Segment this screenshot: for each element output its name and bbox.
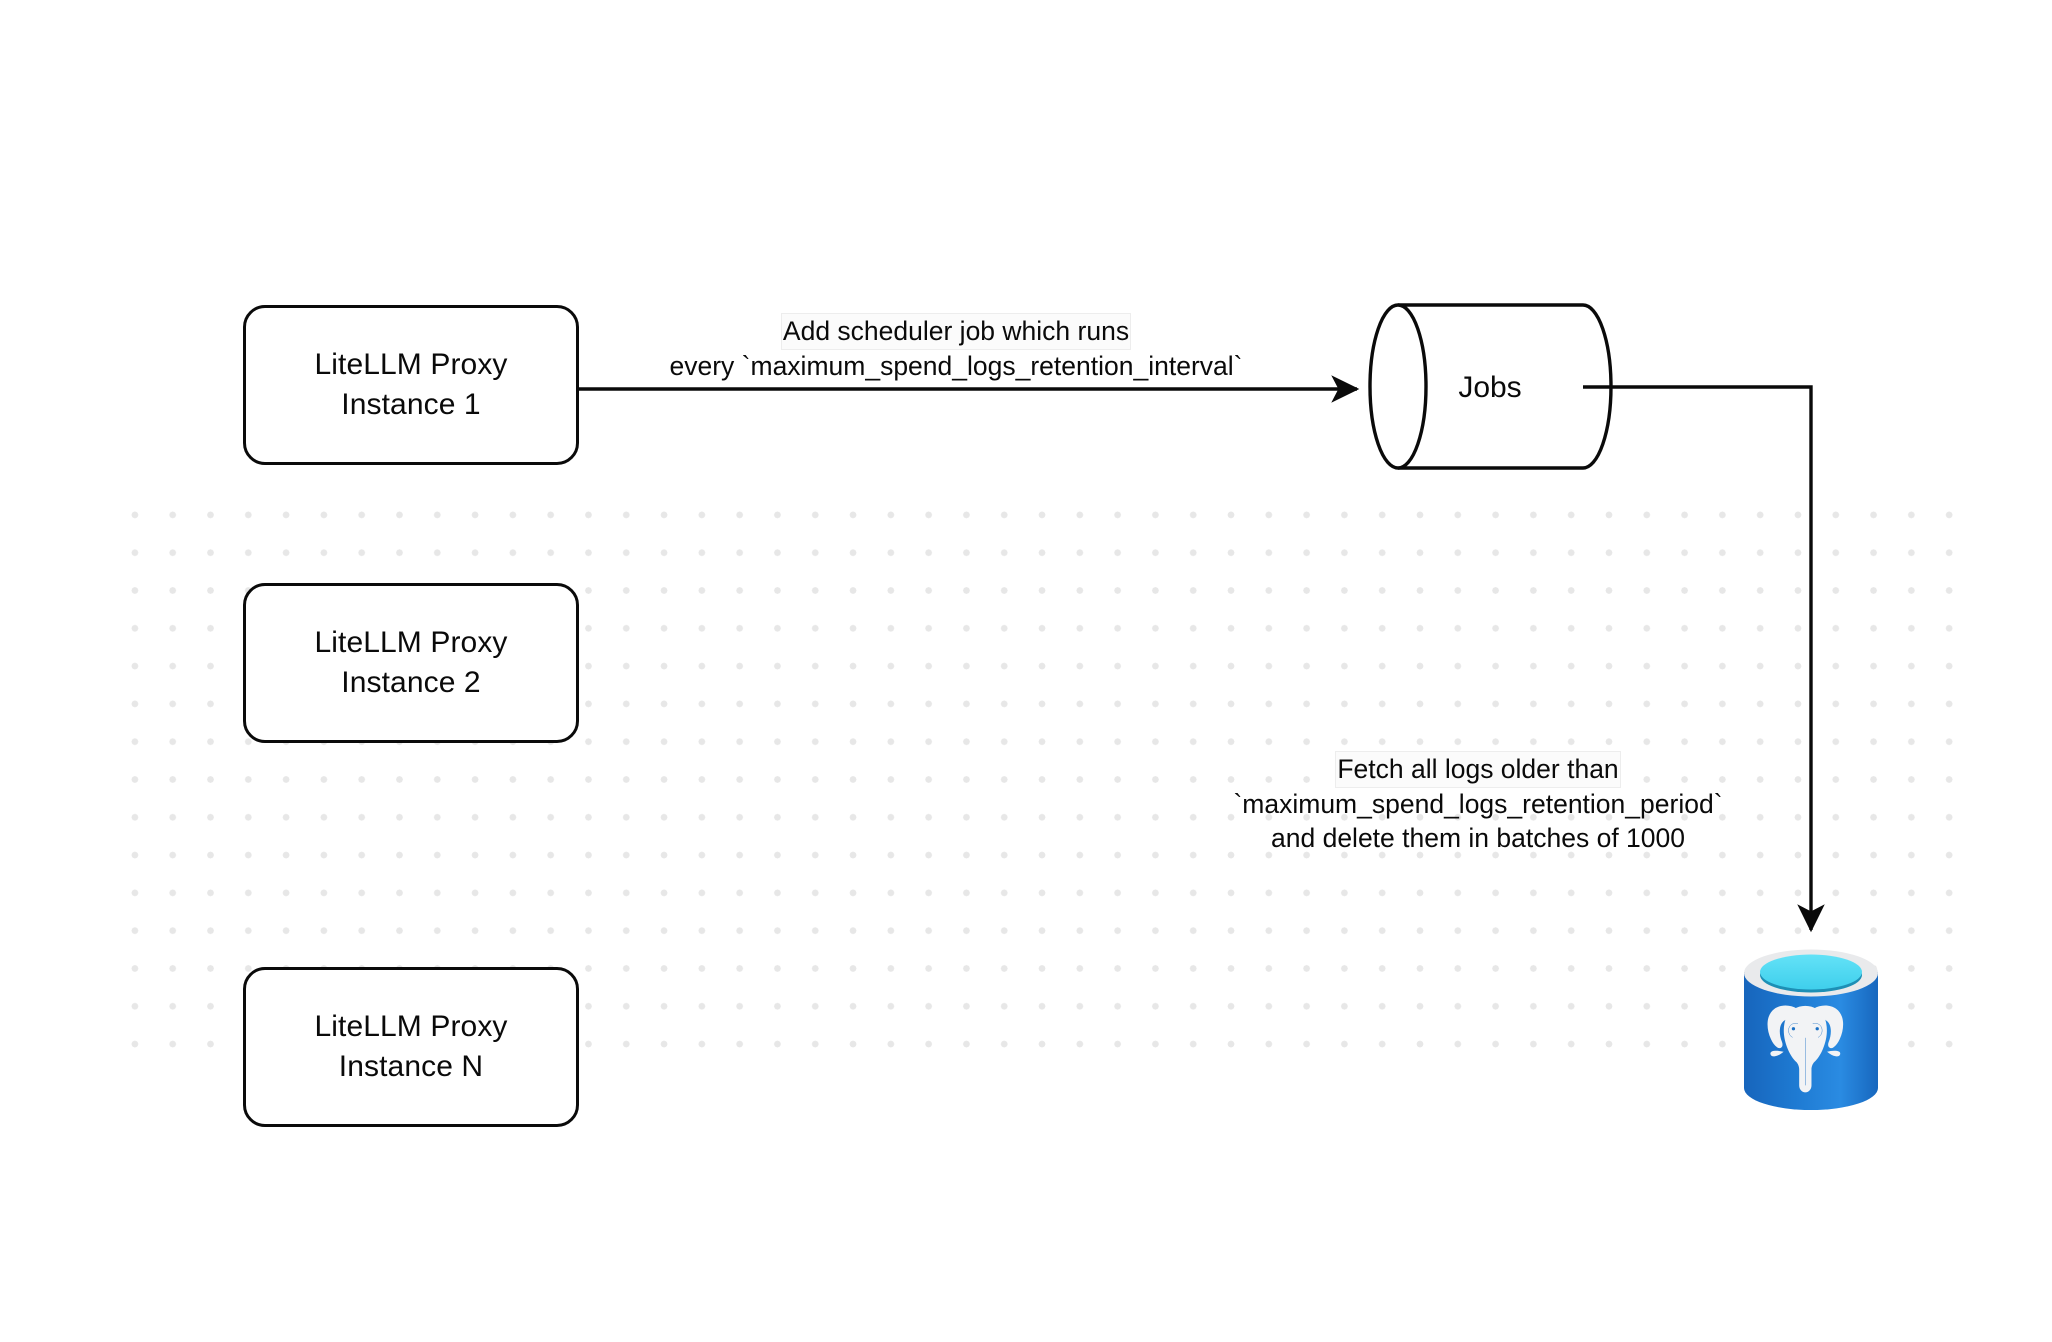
node-label-line: LiteLLM Proxy: [314, 626, 508, 660]
node-label-line: Instance 2: [341, 666, 481, 699]
elephant-logo-detail: [1788, 1023, 1823, 1086]
connector-jobs-to-postgres: [1583, 385, 1825, 933]
node-jobs-label: Jobs: [1458, 371, 1522, 404]
postgresql-elephant-icon[interactable]: [1740, 948, 1882, 1118]
node-litellm-proxy-instance-2[interactable]: LiteLLM Proxy Instance 2: [243, 583, 579, 743]
node-litellm-proxy-instance-n[interactable]: LiteLLM Proxy Instance N: [243, 967, 579, 1127]
node-label-line: LiteLLM Proxy: [314, 1010, 508, 1044]
node-litellm-proxy-instance-1[interactable]: LiteLLM Proxy Instance 1: [243, 305, 579, 465]
node-label-line: Instance 1: [341, 388, 481, 421]
node-label-line: LiteLLM Proxy: [314, 348, 508, 382]
node-label-line: Instance N: [338, 1050, 484, 1083]
